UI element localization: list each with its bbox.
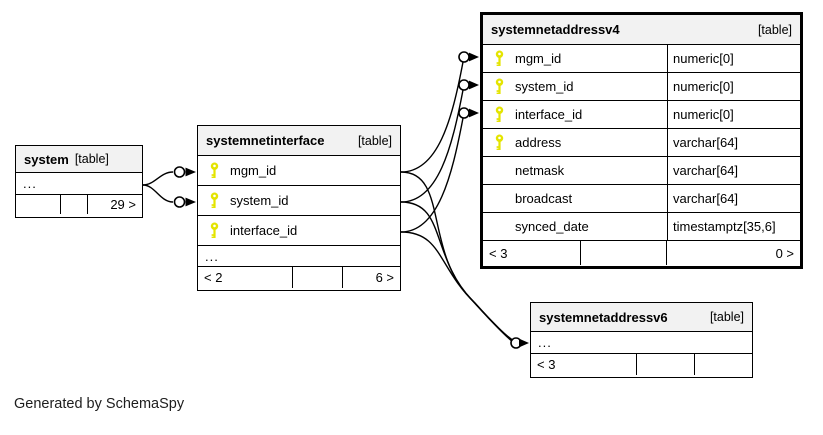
- column-type: timestamptz[35,6]: [667, 213, 800, 240]
- column-name: mgm_id: [515, 51, 562, 66]
- column-row-address[interactable]: address varchar[64]: [483, 129, 800, 157]
- column-name: netmask: [515, 163, 565, 178]
- column-name: interface_id: [515, 107, 583, 122]
- edge-interface-to-v6-bundle: [400, 171, 529, 349]
- column-row-interface-id[interactable]: interface_id: [198, 216, 400, 246]
- column-type: varchar[64]: [667, 185, 800, 212]
- column-row-system-id[interactable]: system_id numeric[0]: [483, 73, 800, 101]
- footer-cell-left: < 2: [198, 267, 293, 288]
- column-row-interface-id[interactable]: interface_id numeric[0]: [483, 101, 800, 129]
- table-kind-label: [table]: [757, 22, 792, 37]
- table-systemnetaddressv6: systemnetaddressv6 [table] ... < 3: [530, 302, 753, 378]
- column-name: interface_id: [230, 223, 298, 238]
- column-name: system_id: [515, 79, 574, 94]
- column-row-mgm-id[interactable]: mgm_id numeric[0]: [483, 45, 800, 73]
- primary-key-icon: [483, 106, 515, 123]
- table-systemnetinterface-footer: < 2 6 >: [198, 267, 400, 288]
- column-type: varchar[64]: [667, 157, 800, 184]
- hidden-columns-ellipsis: ...: [198, 246, 400, 267]
- column-name: broadcast: [515, 191, 573, 206]
- primary-key-icon: [483, 50, 515, 67]
- column-row-broadcast[interactable]: broadcast varchar[64]: [483, 185, 800, 213]
- column-row-netmask[interactable]: netmask varchar[64]: [483, 157, 800, 185]
- column-name: address: [515, 135, 562, 150]
- column-row-mgm-id[interactable]: mgm_id: [198, 156, 400, 186]
- column-row-system-id[interactable]: system_id: [198, 186, 400, 216]
- footer-cell-left: [16, 195, 62, 214]
- footer-cell-right: 29 >: [110, 197, 136, 212]
- table-name: systemnetaddressv4: [491, 22, 620, 37]
- column-type: varchar[64]: [667, 129, 800, 156]
- table-systemnetinterface-header[interactable]: systemnetinterface [table]: [198, 126, 400, 156]
- table-name: system: [24, 151, 69, 167]
- footer-cell-right: [695, 354, 752, 375]
- edge-interface-to-v4-system-id: [400, 79, 479, 203]
- edge-system-to-systemnetinterface-system-id: [142, 184, 196, 208]
- column-type: numeric[0]: [667, 45, 800, 72]
- footer-cell-right: 0 >: [775, 245, 794, 261]
- column-name: synced_date: [515, 219, 589, 234]
- table-systemnetaddressv4-footer: < 3 0 >: [483, 241, 800, 265]
- table-system-header[interactable]: system [table]: [16, 146, 142, 173]
- primary-key-icon: [198, 192, 230, 209]
- table-systemnetaddressv4-header[interactable]: systemnetaddressv4 [table]: [483, 15, 800, 45]
- column-type: numeric[0]: [667, 73, 800, 100]
- table-name: systemnetinterface: [206, 133, 325, 148]
- edge-interface-to-v4-interface-id: [400, 107, 479, 233]
- column-row-synced-date[interactable]: synced_date timestamptz[35,6]: [483, 213, 800, 241]
- column-name: system_id: [230, 193, 289, 208]
- table-systemnetaddressv4: systemnetaddressv4 [table] mgm_id numeri…: [480, 12, 803, 269]
- footer-cell-right: 6 >: [375, 270, 394, 285]
- table-system-footer: 29 >: [16, 195, 142, 214]
- edge-system-to-systemnetinterface-mgm-id: [142, 166, 196, 186]
- footer-cell-left: < 3: [531, 354, 638, 375]
- hidden-columns-ellipsis: ...: [531, 332, 752, 354]
- footer-cell-mid: [61, 195, 88, 214]
- table-kind-label: [table]: [74, 152, 109, 166]
- generator-note: Generated by SchemaSpy: [14, 396, 185, 412]
- edge-interface-to-v4-mgm-id: [400, 51, 479, 173]
- table-kind-label: [table]: [357, 133, 392, 148]
- column-type: numeric[0]: [667, 101, 800, 128]
- primary-key-icon: [483, 134, 515, 151]
- primary-key-icon: [198, 162, 230, 179]
- table-name: systemnetaddressv6: [539, 309, 668, 325]
- column-name: mgm_id: [230, 163, 277, 178]
- primary-key-icon: [483, 78, 515, 95]
- primary-key-icon: [198, 222, 230, 239]
- footer-cell-mid: [581, 241, 667, 265]
- table-systemnetaddressv6-header[interactable]: systemnetaddressv6 [table]: [531, 303, 752, 332]
- table-systemnetinterface: systemnetinterface [table] mgm_id: [197, 125, 401, 291]
- table-systemnetaddressv6-footer: < 3: [531, 354, 752, 375]
- table-kind-label: [table]: [709, 310, 744, 324]
- footer-cell-left: < 3: [483, 241, 582, 265]
- footer-cell-mid: [637, 354, 695, 375]
- table-system: system [table] ... 29 >: [15, 145, 143, 218]
- hidden-columns-ellipsis: ...: [16, 173, 142, 195]
- footer-cell-mid: [293, 267, 344, 288]
